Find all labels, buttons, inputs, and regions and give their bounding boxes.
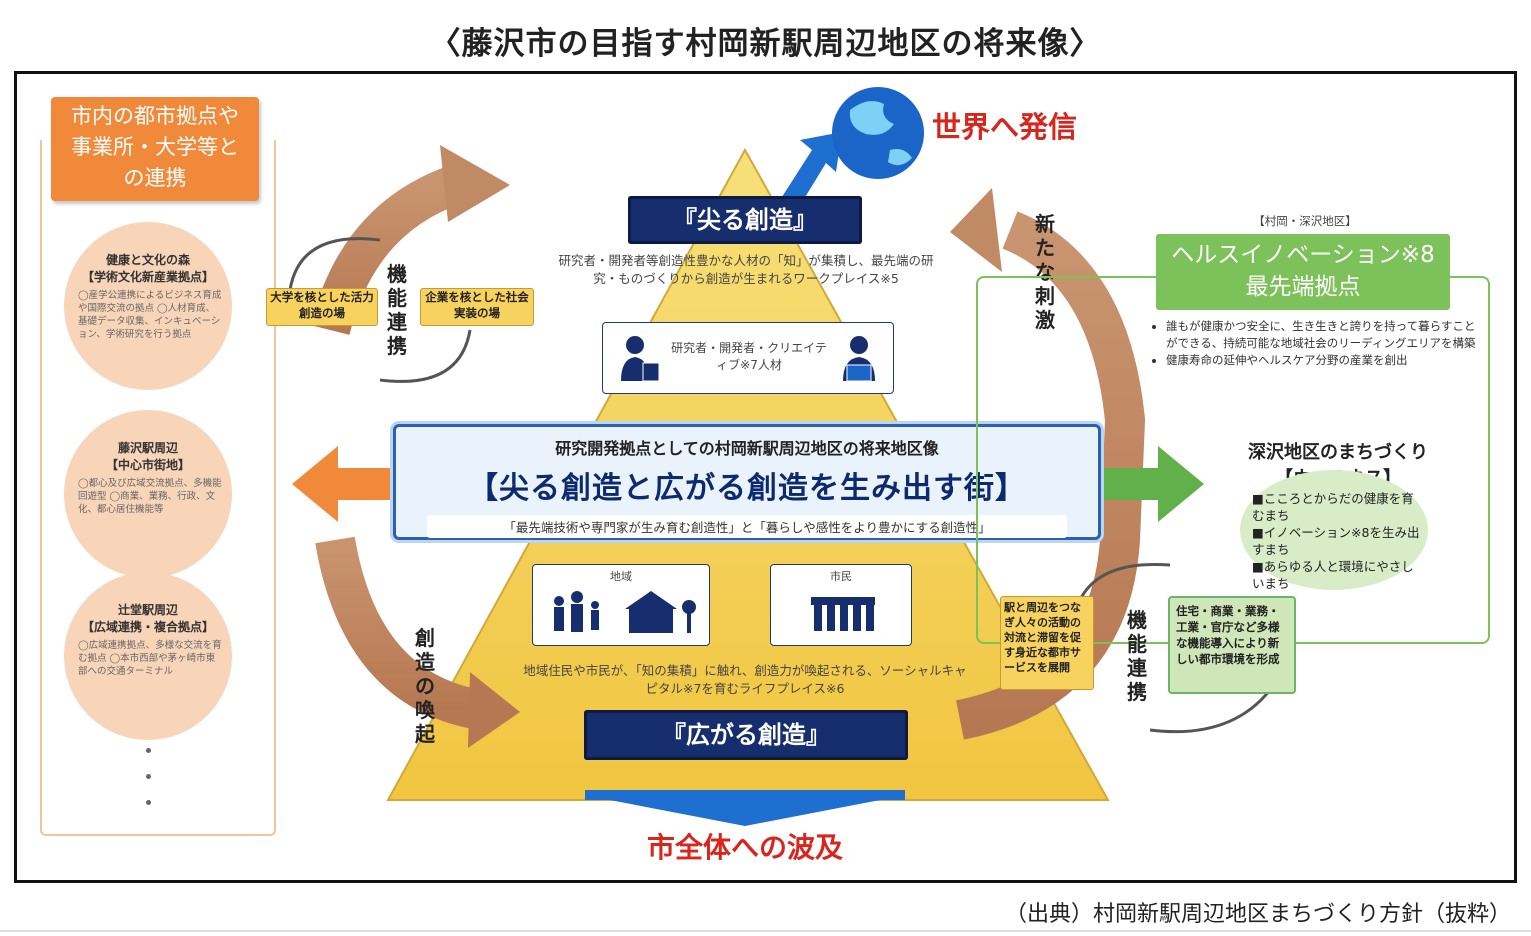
hub-name: 藤沢駅周辺 — [117, 441, 178, 455]
central-main-title: 【尖る創造と広がる創造を生み出す街】 — [468, 471, 1026, 506]
health-header-line: ヘルスイノベーション※8 — [1171, 242, 1435, 268]
globe-arrow — [780, 132, 842, 212]
link-arc-left — [288, 237, 472, 383]
curve-arrow-top-left-head — [440, 145, 510, 222]
diagram-frame — [14, 71, 1517, 883]
university-box: 大学を核とした活力創造の場 — [266, 288, 378, 326]
link-arc-right — [1078, 562, 1272, 734]
talent-label: 研究者・開発者・クリエイティブ※7人材 — [671, 341, 827, 372]
wellness-item: ■こころとからだの健康を育むまち — [1252, 491, 1414, 523]
new-stimulus-vertical: 新たな刺激 — [1035, 212, 1055, 332]
spreading-desc: 地域住民や市民が、「知の集積」に触れ、創造力が喚起される、ソーシャルキャピタル※… — [523, 663, 967, 696]
fukasawa-title-line: 深沢地区のまちづくり — [1248, 442, 1428, 463]
community-icon — [554, 591, 696, 633]
urban-environment-box: 住宅・商業・業務・工業・官庁など多様な機能導入により新しい都市環境を形成 — [1168, 596, 1296, 694]
world-label: 世界へ発信 — [932, 110, 1078, 144]
hub-name: 【学術文化新産業拠点】 — [81, 270, 214, 284]
central-note: 「最先端技術や専門家が生み育む創造性」と「暮らしや感性をより豊かにする創造性」 — [427, 515, 1067, 538]
researcher-icon — [621, 336, 660, 382]
station-service-box: 駅と周辺をつなぎ人々の活動の対流と滞留を促す身近な都市サービスを展開 — [1000, 596, 1094, 690]
ellipsis-dot — [146, 774, 151, 779]
wellness-circle — [1240, 470, 1428, 590]
left-link-vertical: 機能連携 — [387, 262, 407, 358]
right-double-arrow — [1096, 446, 1204, 522]
central-vision-box: 研究開発拠点としての村岡新駅周辺地区の将来地区像 【尖る創造と広がる創造を生み出… — [393, 424, 1101, 540]
hub-name: 辻堂駅周辺 — [117, 603, 178, 617]
developer-icon — [843, 336, 875, 382]
health-header-line: 最先端拠点 — [1245, 274, 1361, 300]
enterprise-box: 企業を核とした社会実装の場 — [420, 288, 534, 326]
region-label: 地域 — [610, 570, 632, 583]
left-column-header: 市内の都市拠点や 事業所・大学等と の連携 — [51, 97, 259, 201]
left-header-line: 市内の都市拠点や — [71, 104, 239, 128]
region-box: 地域 — [532, 564, 710, 646]
pointed-creation-title: 『尖る創造』 — [628, 196, 862, 244]
health-bullet: 誰もが健康かつ安全に、生き生きと誇りを持って暮らすことができる、持続可能な地域社… — [1166, 318, 1476, 352]
health-bullet: 健康寿命の延伸やヘルスケア分野の産業を創出 — [1166, 352, 1476, 369]
pointed-creation-desc: 研究者・開発者等創造性豊かな人材の「知」が集積し、最先端の研究・ものづくりから創… — [558, 253, 934, 286]
wellness-item: ■イノベーション※8を生み出すまち — [1252, 525, 1420, 557]
left-header-line: 事業所・大学等と — [71, 135, 239, 159]
hub-health-culture: 健康と文化の森【学術文化新産業拠点】 ◯産学公連携によるビジネス育成や国際交流の… — [64, 222, 232, 390]
wellness-list: ■こころとからだの健康を育むまち ■イノベーション※8を生み出すまち ■あらゆる… — [1252, 490, 1422, 592]
hub-name: 【中心市街地】 — [105, 458, 190, 472]
ellipsis-dot — [146, 800, 151, 805]
bottom-divider — [0, 930, 1531, 932]
hub-desc: ◯都心及び広域交流拠点、多機能回遊型 ◯商業、業務、行政、文化、都心居住機能等 — [78, 478, 222, 515]
left-column-frame — [40, 140, 276, 836]
ripple-label: 市全体への波及 — [646, 831, 843, 864]
right-link-vertical: 機能連携 — [1127, 608, 1147, 704]
hub-desc: ◯広域連携拠点、多様な交流を育む拠点 ◯本市西部や茅ヶ崎市東部への交通ターミナル — [78, 640, 222, 677]
source-note: （出典）村岡新駅周辺地区まちづくり方針（抜粋） — [1004, 902, 1511, 927]
citizens-icon — [811, 597, 875, 631]
curve-arrow-right-head — [950, 188, 1002, 272]
left-header-line: の連携 — [123, 166, 187, 190]
citizen-box: 市民 — [770, 564, 912, 646]
left-double-arrow — [292, 446, 398, 522]
hub-tsujido-station: 辻堂駅周辺【広域連携・複合拠点】 ◯広域連携拠点、多様な交流を育む拠点 ◯本市西… — [64, 572, 232, 740]
arouse-vertical: 創造の喚起 — [415, 626, 435, 746]
central-subtitle: 研究開発拠点としての村岡新駅周辺地区の将来地区像 — [555, 439, 939, 458]
down-arrow — [585, 790, 905, 826]
hub-fujisawa-station: 藤沢駅周辺【中心市街地】 ◯都心及び広域交流拠点、多機能回遊型 ◯商業、業務、行… — [64, 410, 232, 578]
hub-name: 健康と文化の森 — [105, 253, 190, 267]
spreading-creation-title: 『広がる創造』 — [584, 710, 908, 760]
wellness-item: ■あらゆる人と環境にやさしいまち — [1252, 559, 1414, 591]
page-title: 〈藤沢市の目指す村岡新駅周辺地区の将来像〉 — [429, 26, 1102, 62]
hub-desc: ◯産学公連携によるビジネス育成や国際交流の拠点 ◯人材育成、基礎データ収集、イン… — [78, 290, 222, 340]
health-bullets: 誰もが健康かつ安全に、生き生きと誇りを持って暮らすことができる、持続可能な地域社… — [1150, 318, 1476, 369]
curve-arrow-bottom-left — [315, 536, 484, 730]
talent-box: 研究者・開発者・クリエイティブ※7人材 — [602, 322, 894, 394]
curve-arrow-bottom-left-head — [468, 672, 520, 748]
ellipsis-dot — [146, 748, 151, 753]
hub-name: 【広域連携・複合拠点】 — [81, 620, 214, 634]
citizen-label: 市民 — [830, 570, 852, 583]
area-tag: 【村岡・深沢地区】 — [1253, 214, 1357, 228]
health-innovation-header: ヘルスイノベーション※8 最先端拠点 — [1156, 234, 1450, 310]
